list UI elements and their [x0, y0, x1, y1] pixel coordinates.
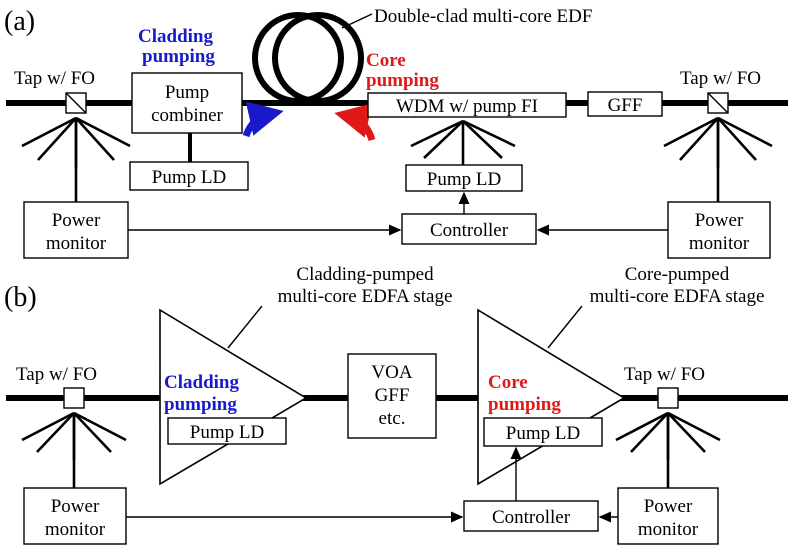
power-monitor-left-a-label-2: monitor: [46, 233, 107, 254]
tap-right-label-a: Tap w/ FO: [680, 68, 761, 89]
stage-1-label-2: multi-core EDFA stage: [278, 286, 453, 307]
stage-2-leader: [547, 305, 583, 349]
fanout-right-b: [615, 411, 721, 488]
etc-label: etc.: [379, 408, 406, 429]
wdm-label: WDM w/ pump FI: [396, 96, 538, 117]
tap-left-label-a: Tap w/ FO: [14, 68, 95, 89]
power-monitor-right-b-box: [617, 487, 719, 545]
controller-a-box: [401, 213, 537, 245]
controller-b-box: [463, 500, 599, 532]
stage-2-core-label-1: Core: [488, 372, 528, 393]
pump-ld-right-b-label: Pump LD: [506, 423, 580, 444]
fanout-left-b: [21, 411, 127, 488]
tap-right-b: [657, 387, 679, 409]
fanout-left-a: [21, 116, 131, 202]
power-monitor-left-b-label-1: Power: [51, 496, 100, 517]
controller-a-label: Controller: [430, 220, 509, 241]
cladding-pump-arrow: [242, 101, 284, 138]
power-monitor-right-a-label-1: Power: [695, 210, 744, 231]
panel-a-label: (a): [4, 6, 35, 37]
tap-left-label-b: Tap w/ FO: [16, 364, 97, 385]
pump-ld-right-a-label: Pump LD: [427, 169, 501, 190]
power-monitor-right-b-label-1: Power: [644, 496, 693, 517]
pump-ld-left-b-label: Pump LD: [190, 422, 264, 443]
tap-left-b: [63, 387, 85, 409]
pump-combiner-box: [131, 72, 243, 134]
pump-combiner-label-2: combiner: [151, 105, 223, 126]
panel-a: (a) Double-clad multi-core EDF Cladding …: [4, 6, 788, 259]
cladding-pumping-label-1: Cladding: [138, 26, 213, 47]
edf-label: Double-clad multi-core EDF: [374, 6, 592, 27]
edf-coil: [252, 12, 364, 104]
gff-label: GFF: [608, 95, 643, 116]
controller-b-label: Controller: [492, 507, 571, 528]
stage-1-leader: [227, 305, 263, 349]
panel-b: (b) Cladding-pumped multi-core EDFA stag…: [4, 264, 788, 545]
power-monitor-right-b-label-2: monitor: [638, 519, 699, 540]
pump-ld-right-b-box: [483, 417, 603, 447]
cladding-pumping-label-2: pumping: [142, 46, 215, 67]
stage-1-cladding-label-2: pumping: [164, 394, 237, 415]
core-pump-arrow: [334, 103, 376, 142]
pump-ld-right-a-box: [405, 164, 523, 192]
gff-b-label: GFF: [375, 385, 410, 406]
tap-left-a: [65, 92, 87, 114]
power-monitor-right-a-label-2: monitor: [689, 233, 750, 254]
core-pumping-label-1: Core: [366, 50, 406, 71]
pump-ld-left-a-label: Pump LD: [152, 167, 226, 188]
stage-1-cladding-label-1: Cladding: [164, 372, 239, 393]
power-monitor-right-a-box: [667, 201, 771, 259]
panel-b-label: (b): [4, 282, 37, 313]
gff-box: [587, 91, 663, 117]
power-monitor-left-b-label-2: monitor: [45, 519, 106, 540]
wdm-box: [367, 92, 567, 118]
stage-2-label-2: multi-core EDFA stage: [590, 286, 765, 307]
pump-combiner-label-1: Pump: [165, 82, 209, 103]
voa-label: VOA: [371, 362, 412, 383]
power-monitor-left-b-box: [23, 487, 127, 545]
pump-ld-left-a-box: [129, 161, 249, 191]
power-monitor-left-a-box: [23, 201, 129, 259]
power-monitor-left-a-label-1: Power: [52, 210, 101, 231]
stage-2-core-label-2: pumping: [488, 394, 561, 415]
fanout-right-a: [663, 116, 773, 202]
tap-right-label-b: Tap w/ FO: [624, 364, 705, 385]
fanout-wdm: [410, 119, 516, 165]
edf-leader-line: [341, 13, 373, 29]
core-pumping-label-2: pumping: [366, 70, 439, 91]
stage-2-label-1: Core-pumped: [625, 264, 730, 285]
pump-ld-left-b-box: [167, 417, 287, 445]
stage-1-label-1: Cladding-pumped: [296, 264, 434, 285]
voa-gff-box: [347, 353, 437, 439]
tap-right-a: [707, 92, 729, 114]
